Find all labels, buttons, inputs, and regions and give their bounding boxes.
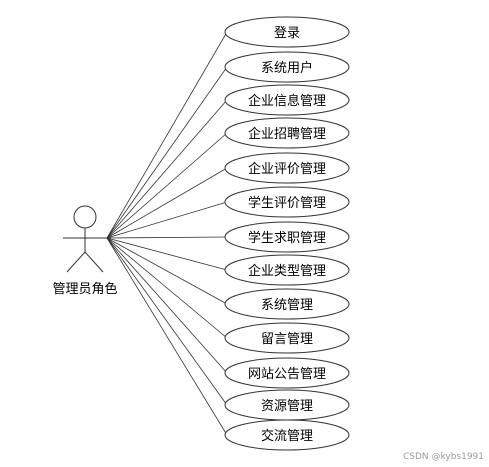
use-case-ellipse	[224, 51, 350, 83]
use-case: 资源管理	[224, 389, 350, 421]
use-case-label: 企业招聘管理	[248, 126, 326, 142]
use-case: 系统用户	[224, 51, 350, 83]
use-case: 学生求职管理	[224, 221, 350, 253]
use-case-label: 网站公告管理	[248, 367, 326, 382]
association-lines	[106, 31, 228, 436]
use-case: 系统管理	[224, 288, 350, 320]
association-line	[106, 237, 228, 436]
use-case-label: 企业评价管理	[248, 161, 326, 177]
association-line	[106, 237, 228, 339]
actor-right-leg	[84, 251, 104, 273]
use-case-ellipse	[224, 322, 350, 354]
use-case-ellipse	[224, 186, 350, 218]
use-case-label: 企业信息管理	[248, 93, 326, 109]
use-case-ellipse	[224, 419, 350, 451]
association-line	[106, 236, 228, 239]
use-case-list: 登录系统用户企业信息管理企业招聘管理企业评价管理学生评价管理学生求职管理企业类型…	[224, 16, 350, 451]
use-case-ellipse	[224, 288, 350, 320]
use-case: 网站公告管理	[224, 357, 350, 389]
association-line	[106, 237, 228, 271]
use-case: 留言管理	[224, 322, 350, 354]
use-case-label: 系统用户	[261, 60, 313, 76]
use-case-ellipse	[224, 16, 350, 48]
association-line	[106, 237, 228, 374]
use-case-label: 留言管理	[261, 332, 313, 347]
association-line	[106, 99, 228, 239]
association-line	[106, 201, 228, 239]
association-line	[106, 167, 228, 239]
association-line	[106, 31, 228, 239]
association-line	[106, 66, 228, 239]
actor-head	[73, 205, 97, 229]
use-case: 企业招聘管理	[224, 117, 350, 149]
use-case: 企业类型管理	[224, 254, 350, 286]
use-case: 企业评价管理	[224, 152, 350, 184]
use-case-ellipse	[224, 152, 350, 184]
use-case-label: 登录	[274, 26, 300, 41]
use-case-ellipse	[224, 254, 350, 286]
use-case-ellipse	[224, 357, 350, 389]
use-case-label: 企业类型管理	[248, 263, 326, 279]
use-case-ellipse	[224, 84, 350, 116]
actor-admin: 管理员角色	[52, 205, 118, 297]
use-case: 学生评价管理	[224, 186, 350, 218]
association-line	[106, 237, 228, 305]
association-line	[106, 237, 228, 406]
use-case-label: 交流管理	[261, 428, 313, 444]
use-case-label: 资源管理	[261, 399, 313, 414]
use-case: 企业信息管理	[224, 84, 350, 116]
use-case-label: 系统管理	[261, 298, 313, 313]
use-case-ellipse	[224, 221, 350, 253]
use-case: 交流管理	[224, 419, 350, 451]
use-case-ellipse	[224, 117, 350, 149]
watermark-text: CSDN @kybs1991	[403, 452, 484, 462]
use-case-label: 学生评价管理	[248, 195, 326, 211]
actor-left-leg	[66, 251, 86, 273]
use-case-label: 学生求职管理	[248, 230, 326, 246]
use-case: 登录	[224, 16, 350, 48]
association-line	[106, 132, 228, 239]
actor-label: 管理员角色	[52, 281, 117, 297]
